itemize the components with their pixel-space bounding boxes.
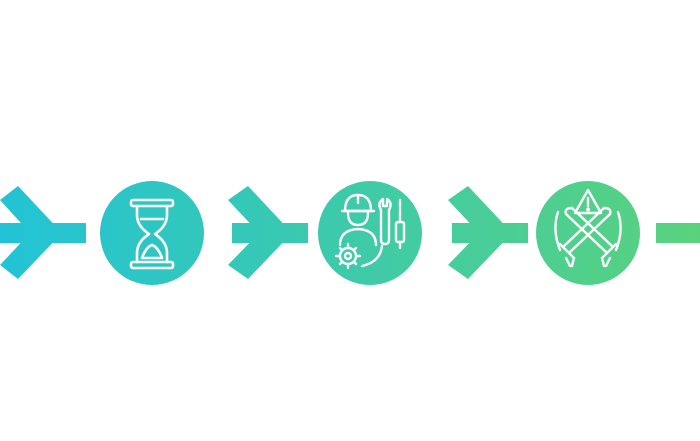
arrow-right-icon bbox=[448, 186, 528, 279]
step-circle-3 bbox=[536, 181, 640, 285]
step-circle-2 bbox=[318, 181, 422, 285]
arrow-right-icon bbox=[228, 186, 308, 279]
connector-line bbox=[656, 223, 700, 243]
hourglass-icon bbox=[129, 198, 175, 270]
crossed-hands-warning-icon bbox=[554, 188, 622, 268]
arrow-right-icon bbox=[0, 186, 86, 279]
step-circle-1 bbox=[100, 181, 204, 285]
engineer-with-tools-icon bbox=[334, 193, 406, 270]
